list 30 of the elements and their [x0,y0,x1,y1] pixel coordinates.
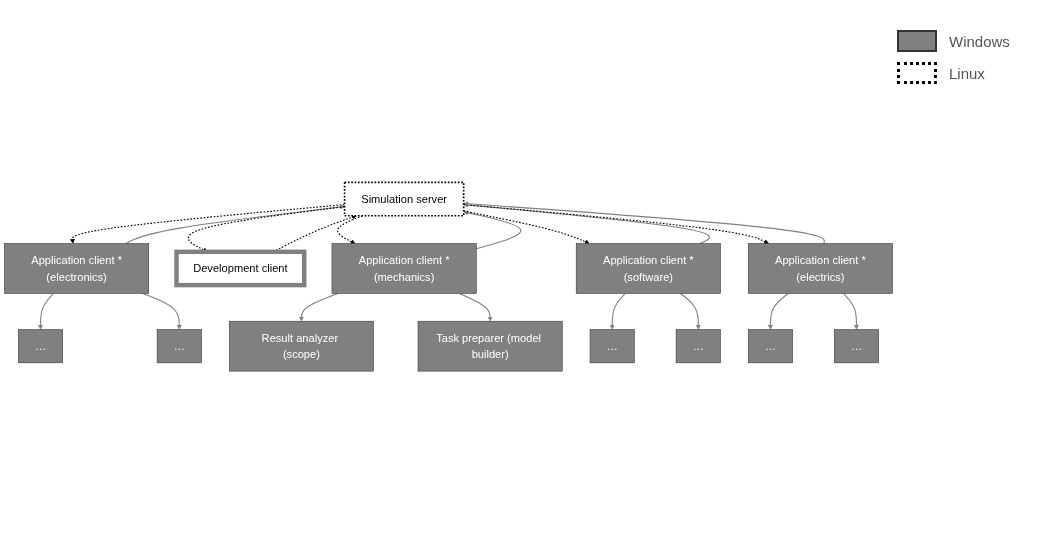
node-box: Result analyzer (scope) [229,321,374,372]
arrow [458,293,493,322]
node-box: Task preparer (model builder) [417,321,563,372]
node-box: Application client *(software) [575,243,721,294]
node-box: … [589,329,635,364]
arrow [463,202,711,245]
arrow [609,293,626,330]
node-box: … [834,329,879,364]
node-box: Development client [174,249,307,288]
arrow [463,210,590,245]
legend-label: Windows [949,32,1010,50]
legend-label: Linux [949,64,985,82]
arrow [843,293,859,330]
arrow [38,293,54,330]
arrow [298,293,339,322]
arrow [463,201,825,245]
node-box: … [675,329,721,364]
node-box: Application client *(electrics) [747,243,893,294]
arrow [463,204,769,244]
node-box: Application client *(mechanics) [331,243,477,294]
arrow [679,293,701,330]
arrow [125,204,345,245]
node-box: … [18,329,63,364]
node-box: … [747,329,793,364]
node-box: Application client *(electronics) [4,243,150,294]
arrow [768,293,789,330]
node-box: Simulation server [343,181,465,217]
node-box: … [156,329,202,364]
arrow [463,210,522,250]
arrow [142,293,182,330]
